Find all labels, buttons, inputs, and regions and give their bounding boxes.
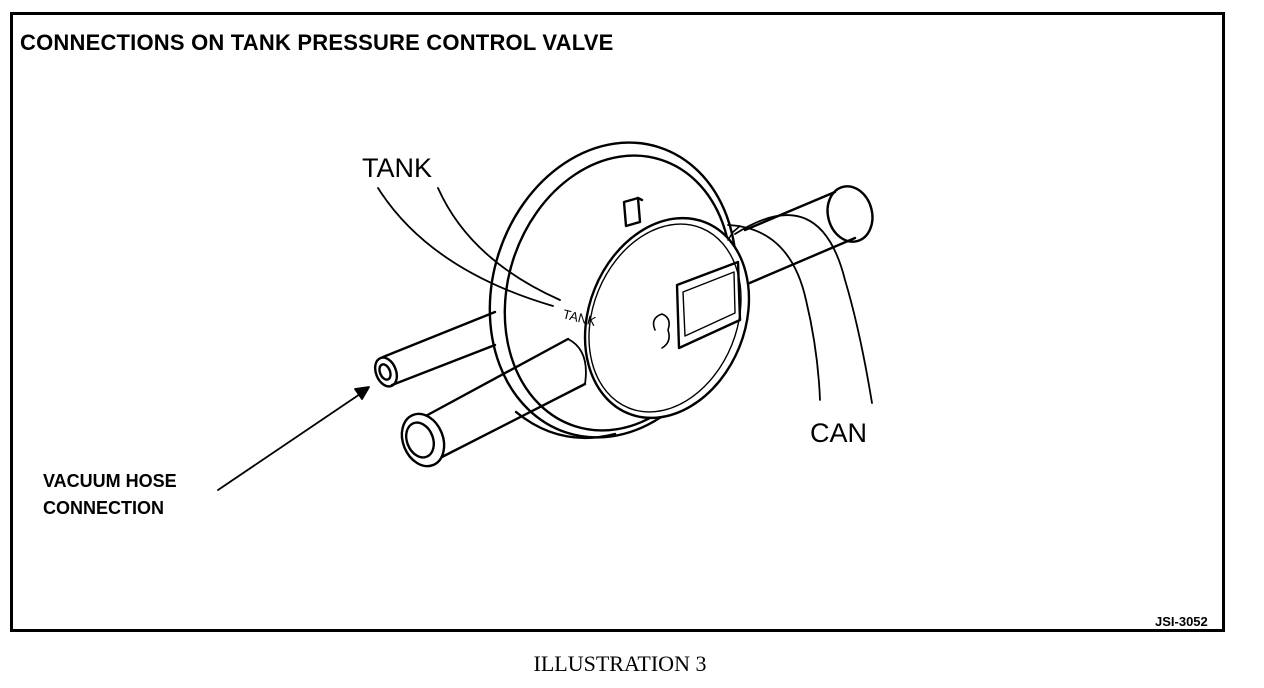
tank-callout-label: TANK xyxy=(362,153,432,183)
can-leader-lines xyxy=(727,214,873,404)
tank-leader-lines xyxy=(377,187,561,307)
figure-title: CONNECTIONS ON TANK PRESSURE CONTROL VAL… xyxy=(20,30,614,55)
locating-tab xyxy=(622,196,644,228)
can-port xyxy=(652,260,742,350)
vacuum-hose-label-line1: VACUUM HOSE xyxy=(43,471,177,491)
vacuum-hose-label-line2: CONNECTION xyxy=(43,498,164,518)
can-callout-label: CAN xyxy=(810,418,867,448)
vacuum-tube xyxy=(373,310,497,388)
figure-caption: ILLUSTRATION 3 xyxy=(533,651,707,676)
vacuum-leader-arrow xyxy=(217,386,370,491)
tank-tube xyxy=(400,337,587,468)
right-outlet-tube xyxy=(743,185,874,287)
figure-code: JSI-3052 xyxy=(1155,614,1208,629)
